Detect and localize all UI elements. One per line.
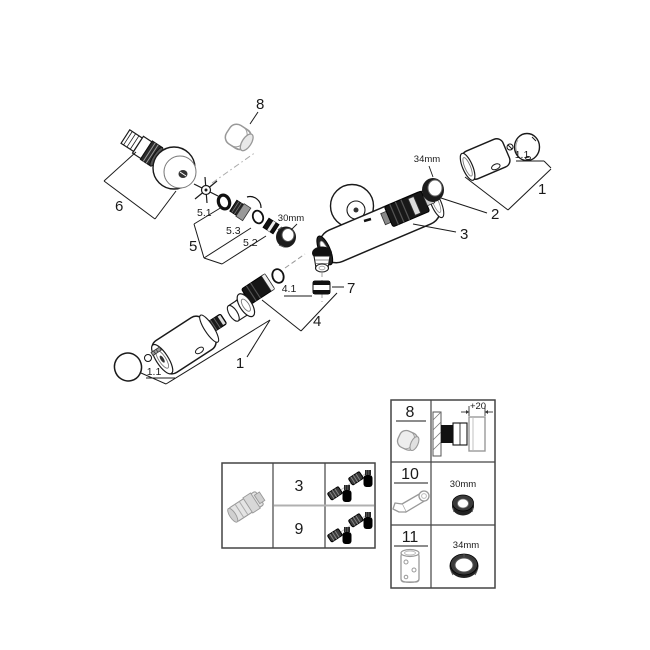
- label-part-7: 7: [347, 280, 355, 297]
- wrench-icon: [392, 490, 430, 513]
- body-top-mark: [363, 217, 372, 223]
- part-1-bracket-left: [140, 319, 271, 385]
- socket-tool-icon: [400, 548, 420, 583]
- extension-cap-icon: [396, 429, 420, 452]
- part-5-1-seal-ring: [216, 193, 232, 211]
- part-1-bracket-right: [464, 160, 552, 211]
- part-3-leader: [412, 223, 457, 233]
- service-kit-row-2-part: 9: [295, 521, 304, 538]
- tools-row-11-dimension: 34mm: [453, 540, 479, 551]
- label-part-1-1-left: 1.1: [147, 366, 162, 378]
- part-5-3-o-ring: [251, 209, 265, 225]
- part-2-stop-ring-34mm: [422, 178, 444, 202]
- label-dim-30mm: 30mm: [278, 213, 304, 224]
- service-kit-row-1-part: 3: [295, 478, 304, 495]
- tools-row-8-dimension: +20: [470, 401, 486, 412]
- part-7-mousseur: [312, 280, 331, 295]
- label-part-1-right: 1: [538, 181, 546, 198]
- part-1-1-screw-right: [506, 143, 514, 151]
- label-part-6: 6: [115, 198, 123, 215]
- part-1-1-cap-left: [113, 352, 143, 382]
- dim-34mm-leader: [428, 165, 434, 178]
- tools-row-8-part: 8: [406, 404, 415, 421]
- part-5-clip: [246, 195, 262, 209]
- part-1-1-cap-right: [513, 132, 541, 162]
- label-part-2: 2: [491, 206, 499, 223]
- part-4-1-o-ring: [271, 268, 285, 284]
- label-part-5-1: 5.1: [197, 207, 212, 219]
- tools-row-10-part: 10: [401, 466, 419, 483]
- extension-diagram: +20: [432, 401, 493, 457]
- part-8-cap: [224, 123, 254, 152]
- part-6-escutcheon: [152, 146, 197, 190]
- part-8-leader: [249, 111, 259, 125]
- label-dim-34mm: 34mm: [414, 154, 440, 165]
- label-part-5: 5: [189, 238, 197, 255]
- ring-34mm-icon: [449, 553, 479, 578]
- tools-row-11-part: 11: [402, 529, 419, 546]
- label-part-4: 4: [313, 313, 321, 330]
- label-part-1-1-right: 1.1: [515, 149, 530, 161]
- service-kit-row-1-icons: [326, 469, 373, 503]
- label-part-8: 8: [256, 96, 264, 113]
- part-4-bracket: [261, 292, 338, 332]
- part-1-handle-right: [459, 138, 511, 181]
- part-6-bracket: [103, 151, 177, 220]
- part-5-2-bushing: [262, 217, 280, 235]
- part-8-centerline: [211, 151, 257, 184]
- body-union-nut-30mm: [276, 226, 296, 248]
- label-part-5-3: 5.3: [226, 225, 241, 237]
- service-kit-row-2-icons: [326, 511, 373, 545]
- label-part-1-left: 1: [236, 355, 244, 372]
- part-2-leader: [440, 197, 488, 214]
- service-kits-table: 3 9: [221, 462, 376, 549]
- label-part-4-1: 4.1: [282, 283, 297, 295]
- handle-flange-piece: [226, 293, 256, 322]
- label-part-3: 3: [460, 226, 468, 243]
- part-4-centerline: [284, 253, 306, 269]
- part-5-bracket: [193, 206, 267, 265]
- tools-table: 8 +20 10: [390, 399, 496, 589]
- body-outlet-spout: [312, 246, 332, 273]
- part-5-check-valve: [229, 199, 252, 222]
- dim-30mm-leader: [290, 223, 298, 231]
- cartridge-thumbnail: [227, 491, 266, 523]
- spline-star-part: [193, 176, 219, 204]
- part-1-1-screw-left: [144, 346, 162, 362]
- label-part-5-2: 5.2: [243, 237, 258, 249]
- tools-row-10-dimension: 30mm: [450, 479, 476, 490]
- nut-30mm-icon: [452, 494, 474, 516]
